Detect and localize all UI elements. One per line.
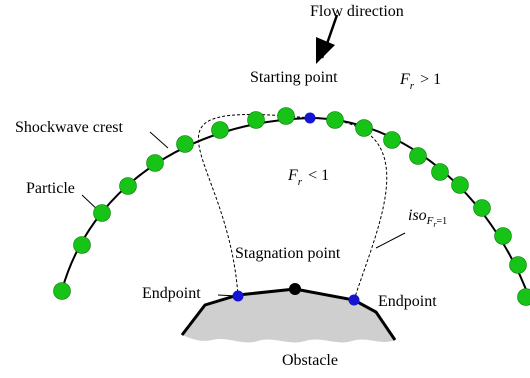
starting-point-label: Starting point	[250, 69, 338, 86]
particle-dot	[355, 119, 373, 137]
subcritical-region-label: Fr< 1	[287, 167, 329, 188]
obstacle-label: Obstacle	[282, 352, 338, 369]
endpoint-right-marker	[348, 294, 360, 306]
particle-dot	[211, 121, 229, 139]
particle-dot	[277, 107, 295, 125]
particles-group	[53, 107, 530, 306]
particle-dot	[383, 131, 401, 149]
particle-dot	[119, 177, 137, 195]
isoline-label: isoFr=1	[408, 207, 447, 229]
endpoint-left-label: Endpoint	[142, 285, 201, 302]
particle-dot	[494, 227, 512, 245]
particle-dot	[431, 163, 449, 181]
particle-label: Particle	[26, 180, 75, 197]
particle-dot	[326, 111, 344, 129]
shockwave-crest-curve	[61, 116, 530, 301]
particle-dot	[409, 147, 427, 165]
supercritical-region-label: Fr> 1	[399, 71, 441, 92]
endpoint-left-marker	[232, 290, 244, 302]
particle-dot	[247, 111, 265, 129]
particle-dot	[176, 135, 194, 153]
particle-dot	[509, 256, 527, 274]
shockwave-crest-leader	[149, 131, 169, 149]
obstacle-shape	[182, 289, 395, 343]
starting-point-marker	[304, 112, 316, 124]
particle-dot	[517, 288, 530, 306]
shockwave-crest-label: Shockwave crest	[15, 119, 124, 136]
particle-dot	[73, 236, 91, 254]
flow-direction-label: Flow direction	[310, 3, 404, 20]
stagnation-point-marker	[289, 283, 301, 295]
particle-dot	[53, 282, 71, 300]
subcritical-boundary	[197, 114, 388, 301]
endpoint-right-label: Endpoint	[378, 293, 437, 310]
particle-dot	[93, 204, 111, 222]
particle-dot	[451, 176, 469, 194]
isoline-leader	[375, 232, 406, 249]
stagnation-point-label: Stagnation point	[235, 245, 341, 262]
flow-direction-arrow	[316, 14, 339, 64]
particle-dot	[473, 199, 491, 217]
particle-dot	[146, 154, 164, 172]
